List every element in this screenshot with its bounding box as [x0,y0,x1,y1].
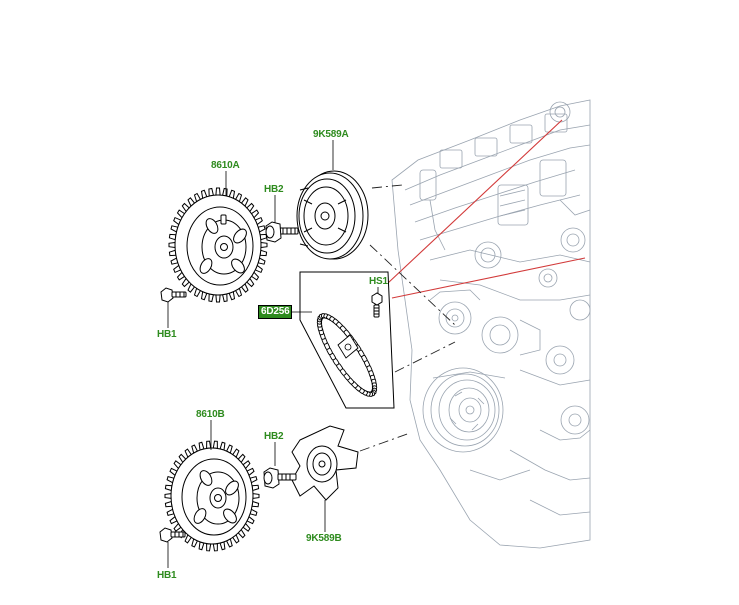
bolt-hb1-upper [160,287,187,303]
label-9k589b: 9K589B [306,533,342,544]
bolt-hb2-lower [263,467,297,489]
label-9k589a: 9K589A [313,129,349,140]
label-hs1: HS1 [369,276,388,287]
pulley-9k589a [296,170,369,260]
bolt-hb1-lower [159,527,186,543]
label-8610a: 8610A [211,160,240,171]
bolt-hb2-upper [265,221,299,243]
engine-block [391,99,591,549]
bolt-hs1 [371,292,383,318]
engine-callout-lines [387,119,586,299]
label-hb1-lower: HB1 [157,570,177,581]
assembly-dashed-line [359,184,456,452]
sprocket-8610b [164,440,260,552]
label-6d256: 6D256 [258,305,293,319]
leader-lines [167,140,379,568]
chain-kit-6d256 [299,271,395,409]
label-hb2-upper: HB2 [264,184,284,195]
label-hb2-lower: HB2 [264,431,284,442]
label-8610b: 8610B [196,409,225,420]
pulley-9k589b [291,425,359,501]
sprocket-8610a [168,187,268,303]
label-hb1-upper: HB1 [157,329,177,340]
